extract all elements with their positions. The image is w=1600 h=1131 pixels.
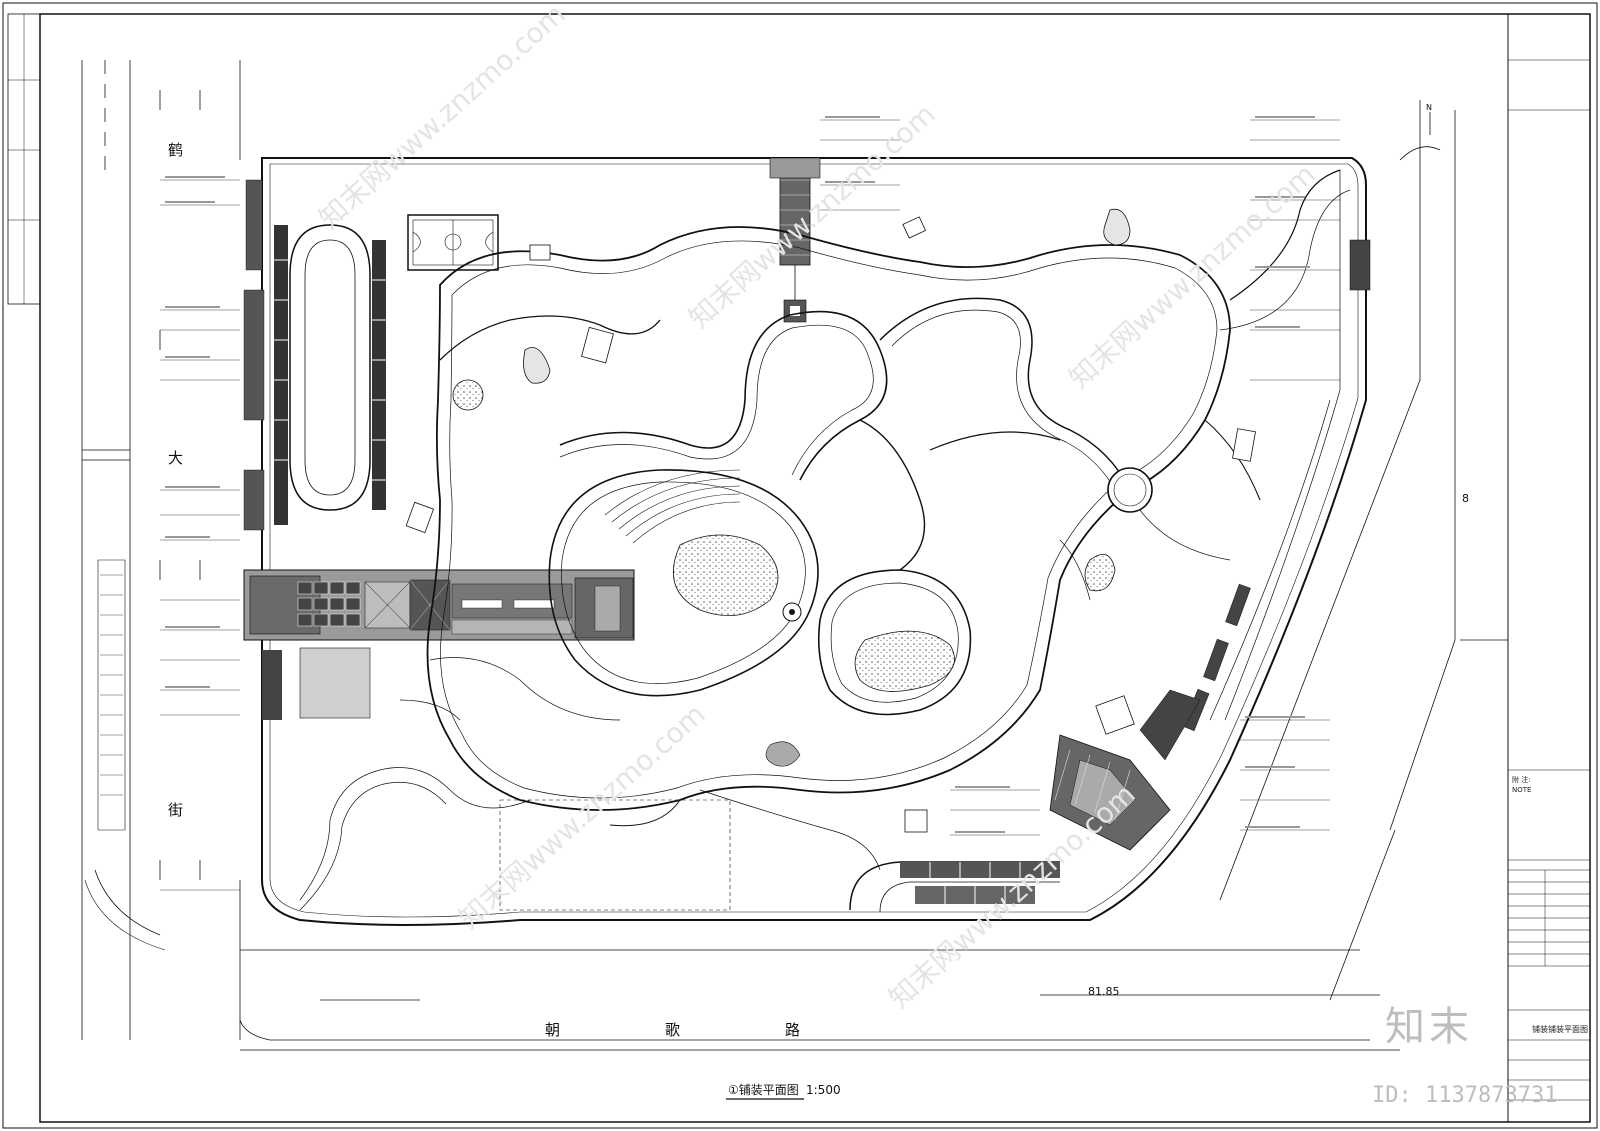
watermark-diagonal-4: 知末网www.znzmo.com: [453, 697, 712, 935]
west-entrance-plaza: [243, 569, 635, 720]
annotation-leaders: [160, 119, 1340, 891]
central-feature-core: [789, 609, 795, 615]
title-block-rows: [1508, 869, 1590, 1101]
east-road: [1219, 100, 1508, 1001]
east-inner-path: [879, 297, 1131, 491]
east-round-plaza-inner: [1113, 473, 1147, 507]
west-street-name-1: 鹤: [168, 141, 183, 159]
mid-crossing: [859, 419, 926, 571]
south-road: [239, 949, 1400, 1051]
central-lawn-island: [673, 534, 779, 616]
watermark-diagonal-1: 知末网www.znzmo.com: [313, 0, 572, 235]
east-elevation: 8: [1462, 492, 1469, 505]
northwest-path: [439, 315, 661, 361]
parking-stalls-west: [243, 179, 265, 531]
entrance-grid: [297, 581, 361, 627]
right-ring: [817, 569, 972, 716]
north-entrance-corridor: [769, 157, 821, 323]
pergola-arc: [604, 469, 741, 544]
watermark-diagonal-3: 知末网www.znzmo.com: [1063, 157, 1322, 395]
caption-title: ①铺装平面图: [728, 1083, 799, 1097]
south-street-name-2: 歌: [665, 1021, 680, 1039]
playground: [452, 379, 484, 411]
watermark-diagonal-2: 知末网www.znzmo.com: [683, 97, 942, 335]
west-street-name-2: 大: [168, 449, 183, 467]
watermark-logo: 知末: [1385, 1004, 1473, 1050]
rock-cluster: [765, 741, 801, 767]
south-lawn-island: [854, 630, 955, 692]
outer-loop-path: [426, 226, 1231, 811]
south-street-name-3: 路: [785, 1021, 800, 1039]
west-street-name-3: 街: [168, 801, 183, 819]
south-street-name-1: 朝: [545, 1021, 560, 1039]
notes-label: 附 注:: [1512, 775, 1531, 784]
drawing-caption: ①铺装平面图 1:500: [726, 1083, 841, 1100]
south-parking: [849, 861, 1060, 913]
south-elevation: 81.85: [1088, 985, 1120, 998]
parking-loop: [243, 179, 386, 531]
east-tree-pod: [1084, 553, 1116, 592]
central-ring: [548, 469, 819, 697]
east-round-plaza: [1107, 467, 1153, 513]
pavilions: [405, 216, 1256, 833]
southeast-entrance: [1049, 689, 1201, 851]
path-network: [426, 169, 1341, 827]
east-edge-belt: [1209, 170, 1341, 721]
north-label: N: [1426, 103, 1432, 112]
watermark-id: ID: 1137873731: [1372, 1083, 1557, 1108]
basketball-court: [407, 214, 499, 271]
south-spur: [609, 799, 681, 827]
east-benches: [1182, 239, 1371, 732]
west-road-hatch: [100, 574, 123, 796]
parking-stall-lines: [274, 259, 386, 481]
site-boundary: [261, 157, 1367, 926]
west-tree-pod: [523, 347, 551, 384]
title-block: 附 注: NOTE 铺装铺装平面图: [1507, 13, 1591, 1123]
left-title-strip: [7, 13, 41, 305]
notes-sub: NOTE: [1512, 786, 1531, 794]
northeast-tree-pod: [1103, 208, 1131, 246]
caption-scale: 1:500: [806, 1083, 841, 1097]
north-arrow: N: [1426, 103, 1432, 135]
south-dashed-zone: [499, 799, 731, 911]
sheet-name: 铺装铺装平面图: [1532, 1024, 1588, 1034]
west-road: [81, 60, 241, 1040]
east-spur: [1229, 169, 1341, 301]
trails: [299, 189, 1351, 911]
site-boundary-inner: [269, 163, 1359, 918]
annotation-stubs: [165, 116, 1315, 833]
